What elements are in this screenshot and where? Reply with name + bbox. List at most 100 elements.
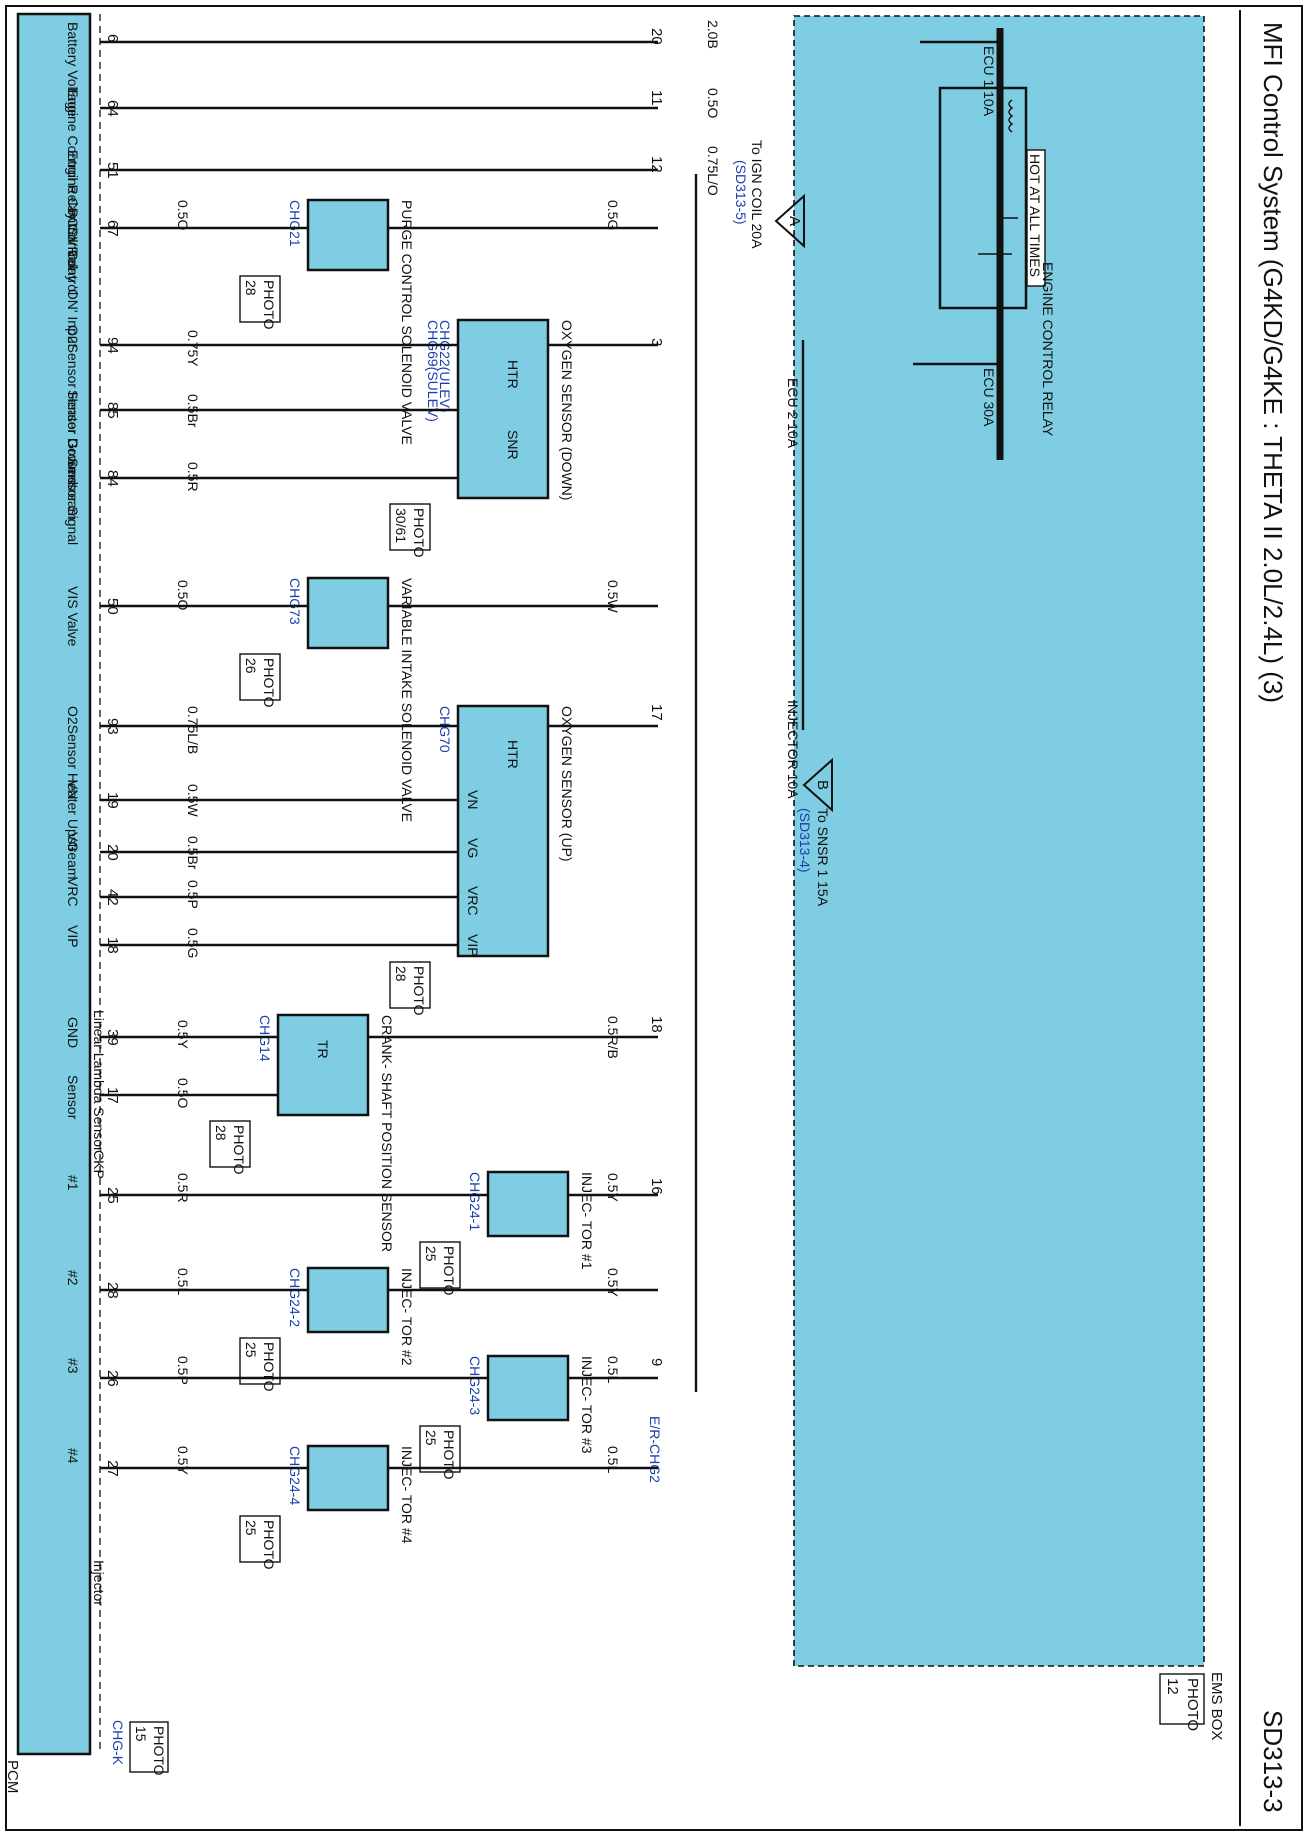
ref-b-text: To SNSR 1 15A <box>815 808 831 907</box>
wire-label-6: 2.0B <box>705 20 721 49</box>
inj2-body <box>306 1266 390 1334</box>
inj3-title: INJEC- TOR #3 <box>579 1356 595 1454</box>
wire-label-inj4: 0.5Y <box>175 1446 191 1475</box>
o2down-htr: HTR <box>505 360 521 389</box>
o2down-conn2: CHG69(SULEV) <box>425 320 441 422</box>
wire-label-42: 0.5P <box>185 880 201 909</box>
o2-down: OXYGEN SENSOR (DOWN)CHG22(ULEV)PHOTO30/6… <box>389 318 575 558</box>
inj1-title: INJEC- TOR #1 <box>579 1172 595 1270</box>
ems-pin-3: 3 <box>648 338 665 346</box>
wire-label-18: 0.5G <box>185 928 201 958</box>
ecu30-fuse-label: ECU 30A <box>981 368 997 427</box>
pcm-pin-label: #4 <box>65 1448 81 1464</box>
ecu2-fuse-label: ECU 2 10A <box>785 378 801 449</box>
ref-b-link[interactable]: (SD313-4) <box>797 808 813 873</box>
inj2-connector: CHG24-2 <box>287 1268 303 1327</box>
pcm-pin-label: #1 <box>65 1175 81 1191</box>
ems-pin-11: 11 <box>648 90 665 106</box>
pcm-pin-6: 6 <box>104 34 121 42</box>
ems-pin-20: 20 <box>648 28 665 45</box>
wire-label-93: 0.75L/B <box>185 706 201 754</box>
ref-a-link[interactable]: (SD313-5) <box>733 160 749 225</box>
wire-label-17c: 0.5O <box>175 1078 191 1108</box>
inj4-connector: CHG24-4 <box>287 1446 303 1505</box>
pcm-pin-label: Engine Control Relay Control <box>65 88 81 269</box>
wire-label-17: 0.5W <box>605 580 621 613</box>
wire-label-3: 0.5G <box>605 200 621 230</box>
ckp-photo-box <box>209 1120 251 1168</box>
pcm-pin-label: #2 <box>65 1270 81 1286</box>
ckp-title: CRANK- SHAFT POSITION SENSOR <box>379 1015 395 1252</box>
ems-connector[interactable]: E/R-CHG2 <box>647 1416 663 1483</box>
ckp-photo-label: PHOTO <box>231 1125 247 1175</box>
inj4-title: INJEC- TOR #4 <box>399 1446 415 1544</box>
engine-control-relay <box>938 86 1028 310</box>
wire-label-39: 0.5Y <box>175 1020 191 1049</box>
wire-label-64: 0.5O <box>705 88 721 118</box>
ems-photo-label: PHOTO <box>1184 1678 1201 1731</box>
vis-photo-no: 26 <box>243 658 259 674</box>
inj2-photo-no: 25 <box>243 1342 259 1358</box>
inj4-photo-no: 25 <box>243 1520 259 1536</box>
pcm-box <box>16 12 92 1756</box>
ecu1-fuse-label: ECU 1 10A <box>981 46 997 117</box>
wire-label-inj1: 0.5R <box>175 1173 191 1203</box>
inj2-photo-box <box>239 1337 281 1385</box>
injector-fuse-label: INJECTOR 10A <box>785 700 801 799</box>
pcm-pin-label: VG <box>65 832 81 852</box>
pcm-pin-label: VRC <box>65 877 81 907</box>
pcm-pin-label: O2Sensor Heater Down stream <box>65 325 81 520</box>
pcsv-photo-no: 28 <box>243 280 259 296</box>
wire-label-inj4-ems: 0.5L <box>605 1446 621 1473</box>
o2-down-photo-label: PHOTO <box>411 508 427 558</box>
ckp-photo-no: 28 <box>213 1125 229 1141</box>
ems-box <box>793 15 1205 1667</box>
o2up-vrc: VRC <box>465 886 481 916</box>
wire-label-20: 0.5Br <box>185 836 201 870</box>
ref-a-letter: A <box>786 216 803 226</box>
pcm-pin-label: Sensor Signal <box>65 458 81 545</box>
inj4-photo-box <box>239 1515 281 1563</box>
inj1-connector: CHG24-1 <box>467 1172 483 1231</box>
pcsv-photo-label: PHOTO <box>261 280 277 330</box>
ems-pin-18: 18 <box>648 1016 665 1033</box>
inj3-body <box>486 1354 570 1422</box>
pcm-label: PCM <box>4 1760 21 1793</box>
vis-photo-label: PHOTO <box>261 658 277 708</box>
pcm-pin-label: O2Sensor Heater Upstream <box>65 706 81 880</box>
inj3-photo-label: PHOTO <box>441 1430 457 1480</box>
pcm-pin-label: Engine Control Relay 'ON' Input <box>65 150 81 348</box>
o2-up-photo-box <box>389 961 431 1009</box>
pcsv-connector: CHG21 <box>287 200 303 247</box>
pcm-photo-box <box>129 1721 169 1773</box>
pcm-pin-label: VIS Valve <box>65 586 81 647</box>
vis: VARIABLE INTAKE SOLENOID VALVECHG73PHOTO… <box>239 576 415 822</box>
o2-down-connector: CHG22(ULEV) <box>437 320 453 413</box>
wire-label-inj2-ems: 0.5Y <box>605 1268 621 1297</box>
page-code: SD313-3 <box>1258 1710 1288 1813</box>
o2-down-title: OXYGEN SENSOR (DOWN) <box>559 320 575 500</box>
wire-label-94: 0.75Y <box>185 330 201 367</box>
pcsv-title: PURGE CONTROL SOLENOID VALVE <box>399 200 415 445</box>
ems-photo-no: 12 <box>1164 1678 1181 1695</box>
wire-label-18e: 0.5R/B <box>605 1016 621 1059</box>
o2-down-photo-box <box>389 503 431 551</box>
pcm-connector[interactable]: CHG-K <box>110 1720 126 1766</box>
wire-label-51: 0.75L/O <box>705 146 721 196</box>
pcm-pin-label: Sensor <box>65 1075 81 1120</box>
vis-photo-box <box>239 653 281 701</box>
ckp-tr: TR <box>315 1040 331 1059</box>
pcm-pin-label: Battery Voltage <box>65 22 81 117</box>
pcm-pin-label: VIP <box>65 925 81 948</box>
wire-label-inj3-ems: 0.5L <box>605 1356 621 1383</box>
o2-up-photo-no: 28 <box>393 966 409 982</box>
inj1-photo-box <box>419 1241 461 1289</box>
rotated-content: MFI Control System (G4KD/G4KE : THETA II… <box>4 10 1288 1826</box>
